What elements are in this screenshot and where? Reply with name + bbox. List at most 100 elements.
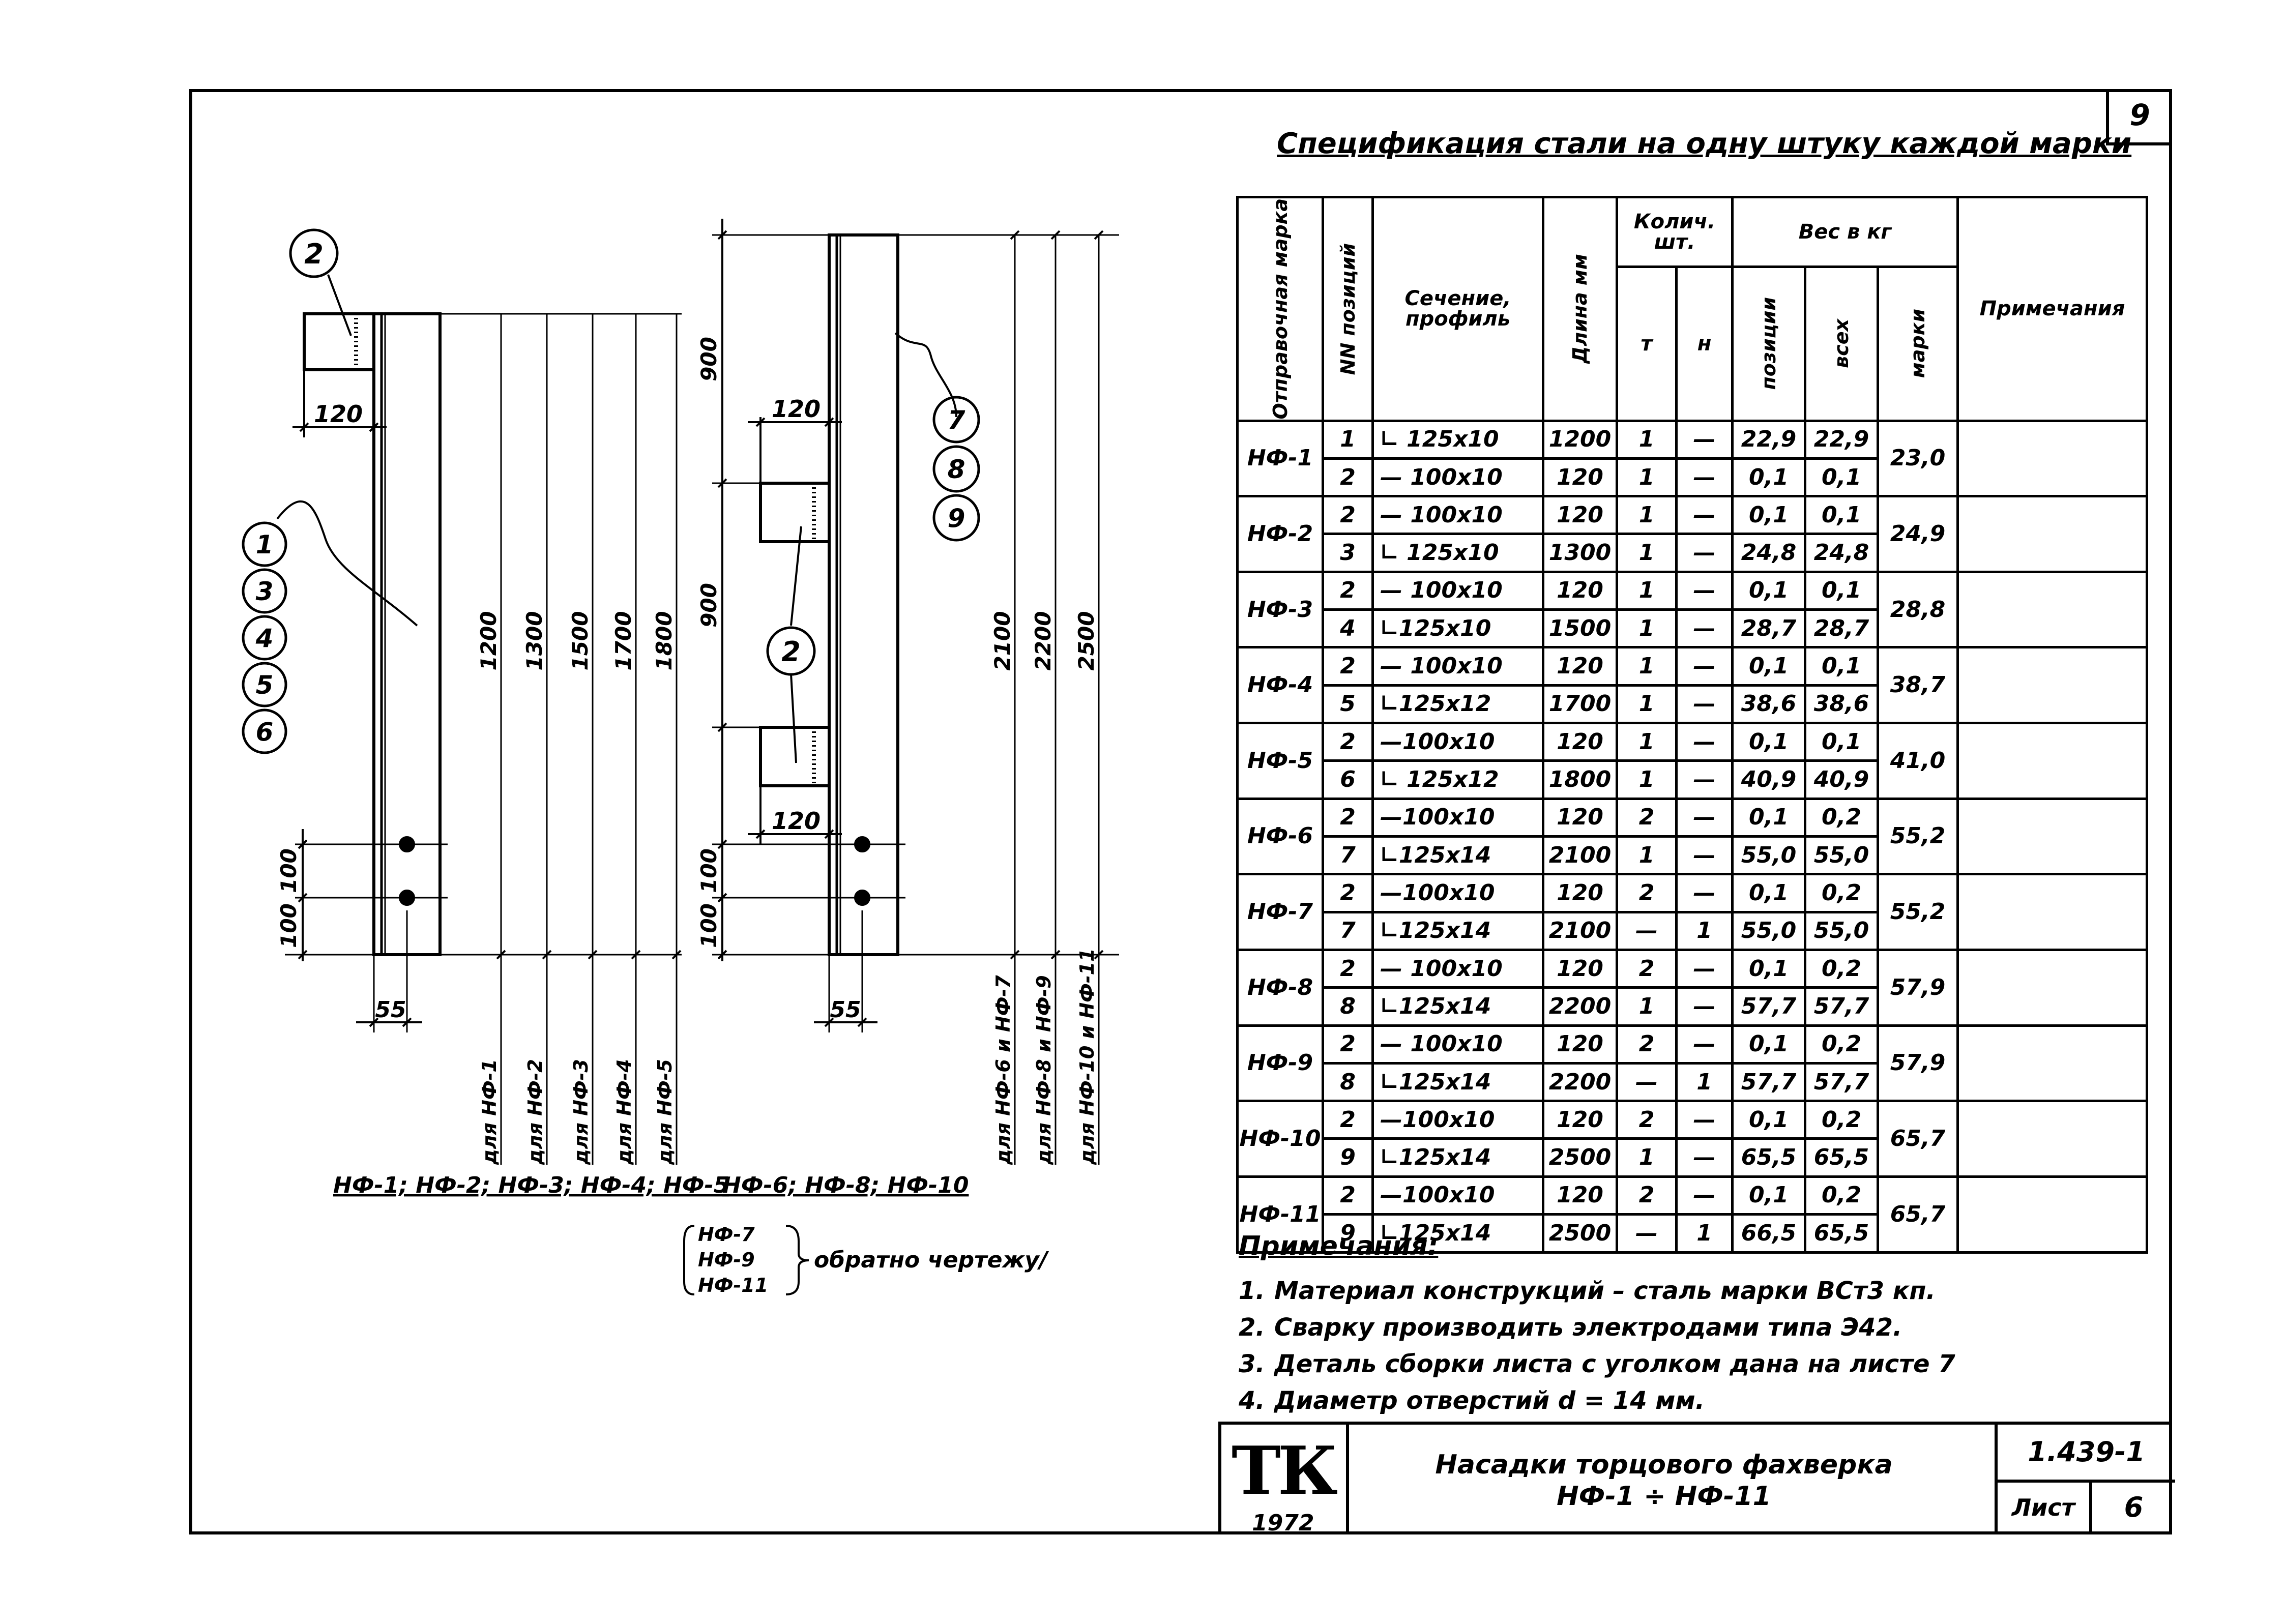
cell-weight-mark: 55,2 (1877, 797, 1959, 876)
cell-pos: 9 (1322, 1213, 1374, 1254)
cell-weight-all: 65,5 (1804, 1137, 1880, 1178)
left-caption: НФ-1; НФ-2; НФ-3; НФ-4; НФ-5 (333, 1172, 729, 1198)
th-w-mark: марки (1877, 265, 1959, 422)
cell-qty-t: 1 (1616, 608, 1678, 649)
cell-pos: 2 (1322, 722, 1374, 762)
right-caption: НФ-6; НФ-8; НФ-10 (722, 1172, 969, 1198)
cell-qty-t: — (1616, 1213, 1678, 1254)
cell-qty-n: — (1675, 797, 1734, 838)
sheet-number-top: 9 (2129, 98, 2150, 132)
cell-qty-n: — (1675, 1100, 1734, 1140)
cell-weight-pos: 57,7 (1731, 986, 1807, 1027)
cell-qty-n: 1 (1675, 1061, 1734, 1103)
cell-weight-pos: 22,9 (1731, 419, 1807, 460)
cell-length: 120 (1542, 1100, 1618, 1140)
right-dim-55: 55 (830, 997, 861, 1023)
cell-mark: НФ-9 (1236, 1024, 1324, 1103)
right-callout-text-8: 8 (948, 455, 965, 484)
cell-length: 120 (1542, 873, 1618, 913)
cell-weight-all: 55,0 (1804, 835, 1880, 876)
th-weight: Вес в кг (1731, 196, 1959, 268)
cell-qty-n: — (1675, 419, 1734, 460)
note-item: 2.Сварку производить электродами типа Э4… (1239, 1313, 1902, 1342)
cell-weight-pos: 0,1 (1731, 948, 1807, 989)
right-dim-900b: 900 (696, 583, 721, 628)
cell-profile: ∟125х14 (1371, 1213, 1544, 1254)
cell-weight-all: 0,2 (1804, 1024, 1880, 1065)
cell-weight-pos: 0,1 (1731, 722, 1807, 762)
right-callout-7 (932, 396, 980, 444)
left-dim-100b: 100 (276, 903, 301, 948)
cell-qty-t: 1 (1616, 722, 1678, 762)
cell-note (1956, 948, 2148, 1027)
cell-weight-mark: 38,7 (1877, 646, 1959, 725)
cell-profile: ∟125х10 (1371, 608, 1544, 649)
cell-length: 1800 (1542, 759, 1618, 800)
cell-note (1956, 646, 2148, 725)
left-elevation (242, 228, 682, 1165)
left-callout-2 (289, 228, 339, 278)
right-dim-100b: 100 (696, 903, 721, 948)
cell-pos: 6 (1322, 759, 1374, 800)
cell-profile: — 100х10 (1371, 646, 1544, 687)
cell-note (1956, 873, 2148, 951)
cell-length: 2500 (1542, 1213, 1618, 1254)
left-callout-text-5: 5 (256, 670, 274, 700)
th-section: Сечение, профиль (1371, 196, 1544, 422)
right-callout-2 (766, 626, 816, 676)
cell-weight-mark: 41,0 (1877, 722, 1959, 800)
cell-note (1956, 570, 2148, 649)
cell-qty-n: — (1675, 1024, 1734, 1065)
cell-pos: 1 (1322, 419, 1374, 460)
left-length-1200: 1200 (476, 611, 501, 671)
left-callout-text-2: 2 (304, 238, 324, 270)
cell-profile: — 100х10 (1371, 948, 1544, 989)
right-for-label-1: для НФ-6 и НФ-7 (992, 975, 1014, 1165)
cell-qty-n: — (1675, 873, 1734, 913)
right-dim-120b: 120 (772, 807, 821, 835)
cell-qty-t: 2 (1616, 1175, 1678, 1216)
cell-qty-n: — (1675, 835, 1734, 876)
cell-qty-n: — (1675, 1137, 1734, 1178)
cell-mark: НФ-4 (1236, 646, 1324, 725)
tk-logo: ТК (1232, 1432, 1338, 1510)
right-dim-900a: 900 (696, 337, 721, 381)
cell-pos: 2 (1322, 457, 1374, 498)
cell-mark: НФ-3 (1236, 570, 1324, 649)
cell-weight-pos: 0,1 (1731, 1175, 1807, 1216)
cell-qty-t: 1 (1616, 646, 1678, 687)
left-for-label-1: для НФ-1 (478, 1059, 501, 1165)
cell-qty-t: 1 (1616, 495, 1678, 536)
cell-profile: ∟ 125х10 (1371, 419, 1544, 460)
cell-weight-all: 57,7 (1804, 1061, 1880, 1103)
cell-qty-t: 1 (1616, 533, 1678, 573)
cell-weight-pos: 55,0 (1731, 910, 1807, 951)
right-callout-text-2: 2 (781, 636, 801, 668)
cell-profile: ∟125х12 (1371, 684, 1544, 725)
left-for-label-4: для НФ-4 (613, 1059, 635, 1165)
cell-qty-t: 1 (1616, 986, 1678, 1027)
th-w-all: всех (1804, 265, 1880, 422)
right-length-2200: 2200 (1031, 611, 1056, 671)
cell-weight-all: 0,1 (1804, 722, 1880, 762)
cell-qty-t: 1 (1616, 759, 1678, 800)
title-block: ТК 1972 Насадки торцового фахверка НФ-1 … (1218, 1422, 2175, 1536)
cell-length: 2100 (1542, 910, 1618, 951)
cell-weight-all: 38,6 (1804, 684, 1880, 725)
cell-qty-n: — (1675, 759, 1734, 800)
cell-qty-t: 1 (1616, 684, 1678, 725)
cell-profile: ∟ 125х10 (1371, 533, 1544, 573)
th-pos: NN позиций (1322, 196, 1374, 422)
cell-length: 2200 (1542, 1061, 1618, 1103)
cell-profile: —100х10 (1371, 1175, 1544, 1216)
cell-qty-n: — (1675, 684, 1734, 725)
